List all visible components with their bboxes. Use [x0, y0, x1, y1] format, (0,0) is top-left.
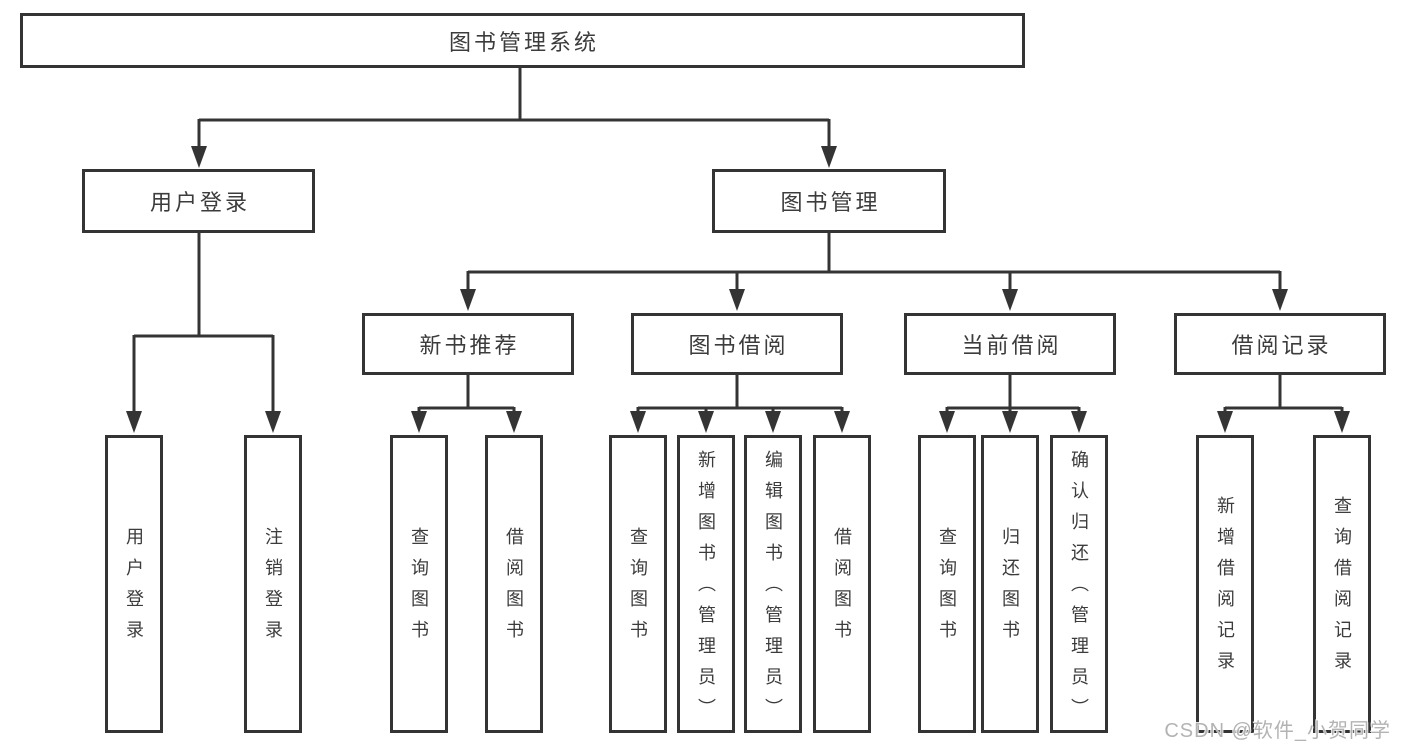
node-leaf-query-borrow-record: 查询借阅记录 — [1313, 435, 1371, 733]
node-leaf-query-books-3: 查询图书 — [918, 435, 976, 733]
node-book-borrowing: 图书借阅 — [631, 313, 843, 375]
arrow-down-icon — [834, 411, 850, 433]
node-leaf-edit-book-admin: 编辑图书（管理员） — [744, 435, 802, 733]
arrow-down-icon — [191, 146, 207, 168]
node-leaf-confirm-return-admin: 确认归还（管理员） — [1050, 435, 1108, 733]
node-leaf-logout: 注销登录 — [244, 435, 302, 733]
node-leaf-add-borrow-record: 新增借阅记录 — [1196, 435, 1254, 733]
connector-user-login — [132, 231, 275, 414]
connector-current-borrowing — [945, 373, 1081, 414]
node-current-borrowing: 当前借阅 — [904, 313, 1116, 375]
node-user-login: 用户登录 — [82, 169, 315, 233]
connector-book-borrowing — [636, 373, 844, 414]
arrow-down-icon — [1002, 411, 1018, 433]
arrowheads — [126, 146, 1350, 433]
arrow-down-icon — [265, 411, 281, 433]
arrow-down-icon — [698, 411, 714, 433]
connector-borrowing-records — [1223, 373, 1344, 414]
node-leaf-user-login: 用户登录 — [105, 435, 163, 733]
arrow-down-icon — [765, 411, 781, 433]
arrow-down-icon — [729, 289, 745, 311]
node-leaf-add-book-admin: 新增图书（管理员） — [677, 435, 735, 733]
connector-new-book-recommend — [417, 373, 516, 414]
node-borrowing-records: 借阅记录 — [1174, 313, 1386, 375]
arrow-down-icon — [939, 411, 955, 433]
node-leaf-query-books-2: 查询图书 — [609, 435, 667, 733]
node-library-system: 图书管理系统 — [20, 13, 1025, 68]
arrow-down-icon — [1334, 411, 1350, 433]
node-leaf-borrow-books-1: 借阅图书 — [485, 435, 543, 733]
arrow-down-icon — [1002, 289, 1018, 311]
node-leaf-return-book: 归还图书 — [981, 435, 1039, 733]
node-leaf-query-books-1: 查询图书 — [390, 435, 448, 733]
arrow-down-icon — [1272, 289, 1288, 311]
arrow-down-icon — [630, 411, 646, 433]
watermark: CSDN @软件_小贺同学 — [1164, 720, 1391, 742]
arrow-down-icon — [506, 411, 522, 433]
arrow-down-icon — [1071, 411, 1087, 433]
node-leaf-borrow-books-2: 借阅图书 — [813, 435, 871, 733]
connector-root — [197, 66, 831, 150]
arrow-down-icon — [1217, 411, 1233, 433]
node-new-book-recommend: 新书推荐 — [362, 313, 574, 375]
connector-book-management — [466, 231, 1282, 292]
arrow-down-icon — [821, 146, 837, 168]
arrow-down-icon — [411, 411, 427, 433]
arrow-down-icon — [460, 289, 476, 311]
node-book-management: 图书管理 — [712, 169, 946, 233]
arrow-down-icon — [126, 411, 142, 433]
